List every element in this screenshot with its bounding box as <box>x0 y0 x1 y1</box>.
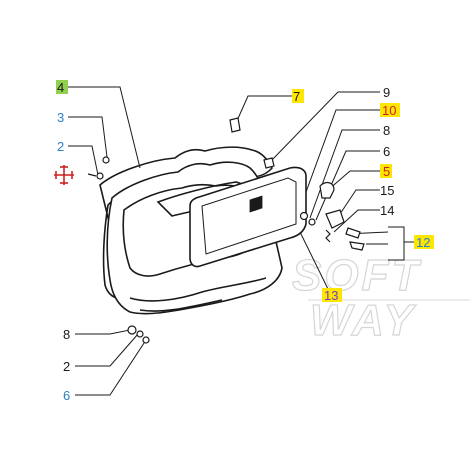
watermark-line-1: SOFT <box>292 251 421 300</box>
callout-13-highlight <box>322 288 342 302</box>
callout-7-highlight <box>292 89 304 103</box>
callout-12-highlight <box>414 235 434 249</box>
callout-6-bottom: 6 <box>63 388 70 403</box>
callout-14: 14 <box>380 203 394 218</box>
callout-10-highlight <box>380 103 400 117</box>
watermark-line-2: WAY <box>310 296 417 345</box>
callout-5-highlight <box>380 164 392 178</box>
hardware-parts <box>87 117 365 344</box>
callout-6-top: 6 <box>383 144 390 159</box>
callout-8-bottom: 8 <box>63 327 70 342</box>
callout-2: 2 <box>57 139 64 154</box>
callout-12: 12 <box>416 235 430 250</box>
callout-7: 7 <box>293 89 300 104</box>
crosshair-icon[interactable] <box>54 165 74 185</box>
callout-13: 13 <box>324 288 338 303</box>
callout-4: 4 <box>57 80 64 95</box>
callout-15: 15 <box>380 183 394 198</box>
callout-10: 10 <box>382 103 396 118</box>
watermark: SOFT WAY <box>291 250 470 346</box>
callout-labels: 4 3 2 7 9 10 8 6 5 15 14 <box>56 80 434 403</box>
callout-9: 9 <box>383 85 390 100</box>
callout-2-bottom: 2 <box>63 359 70 374</box>
callout-5: 5 <box>383 164 390 179</box>
callout-4-highlight <box>56 80 68 94</box>
callout-3: 3 <box>57 110 64 125</box>
leader-lines <box>68 86 414 396</box>
callout-8-top: 8 <box>383 123 390 138</box>
lid-panel <box>189 166 307 268</box>
